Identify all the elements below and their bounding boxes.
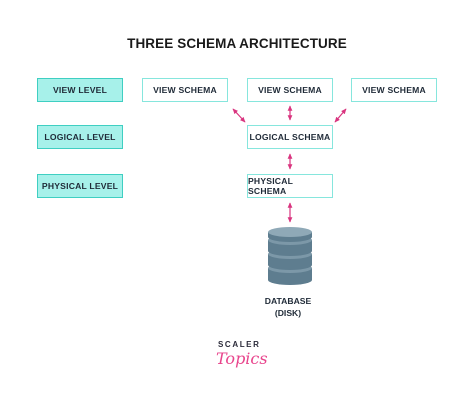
logo-bottom-text: Topics xyxy=(216,349,268,368)
physical-schema-box: PHYSICAL SCHEMA xyxy=(247,174,333,198)
view-schema-box-3: VIEW SCHEMA xyxy=(351,78,437,102)
arrow-view1-logical xyxy=(232,108,246,123)
database-label-line1: DATABASE xyxy=(264,296,312,306)
database-icon xyxy=(268,227,312,285)
view-level-box: VIEW LEVEL xyxy=(37,78,123,102)
database-label-line2: (DISK) xyxy=(274,308,302,318)
logo-top-text: SCALER xyxy=(218,340,261,349)
logical-schema-box: LOGICAL SCHEMA xyxy=(247,125,333,149)
view-schema-box-2: VIEW SCHEMA xyxy=(247,78,333,102)
database-label: DATABASE (DISK) xyxy=(238,295,338,319)
scaler-topics-logo: SCALER Topics xyxy=(200,338,274,378)
view-schema-box-1: VIEW SCHEMA xyxy=(142,78,228,102)
physical-level-box: PHYSICAL LEVEL xyxy=(37,174,123,198)
diagram-title: THREE SCHEMA ARCHITECTURE xyxy=(127,36,347,51)
arrow-view3-logical xyxy=(334,108,347,123)
logical-level-box: LOGICAL LEVEL xyxy=(37,125,123,149)
